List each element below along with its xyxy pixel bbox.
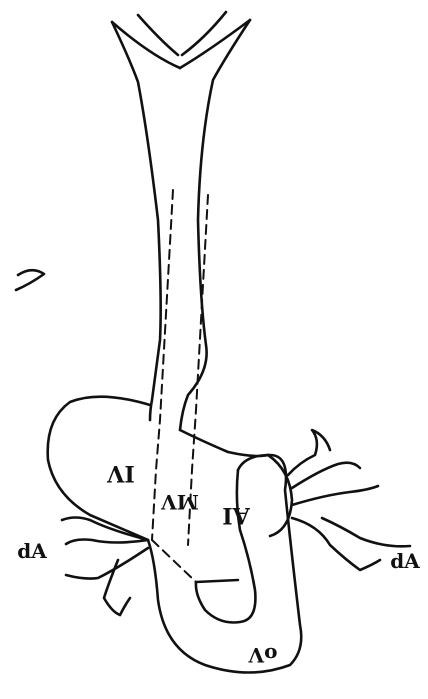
label-right-vessel: dA — [390, 549, 420, 573]
right-vessel-upper2 — [292, 463, 360, 488]
trachea-right-wall — [180, 20, 250, 430]
label-right-lobe: AI — [222, 502, 250, 528]
trachea-fork-inner-left — [138, 15, 178, 55]
right-vessel-mid — [292, 486, 378, 505]
label-bottom-loop: oV — [248, 643, 277, 667]
stray-mark — [16, 270, 44, 290]
left-vessel-mid — [66, 540, 148, 545]
left-vessel-lower — [66, 548, 148, 579]
label-middle-lobe: MV — [161, 490, 199, 514]
inner-loop — [196, 470, 256, 623]
dashed-channel-left — [152, 190, 173, 540]
dashed-diagonal — [152, 540, 196, 582]
label-left-lobe: IV — [106, 460, 134, 486]
right-vessel-long — [322, 518, 410, 546]
trachea-fork-right — [180, 20, 250, 68]
trachea-fork-inner-right — [182, 12, 226, 55]
right-vessel-upper — [288, 430, 330, 475]
label-left-vessel: dA — [17, 539, 47, 563]
trachea-left-wall — [112, 22, 161, 420]
body-outline — [48, 397, 302, 673]
